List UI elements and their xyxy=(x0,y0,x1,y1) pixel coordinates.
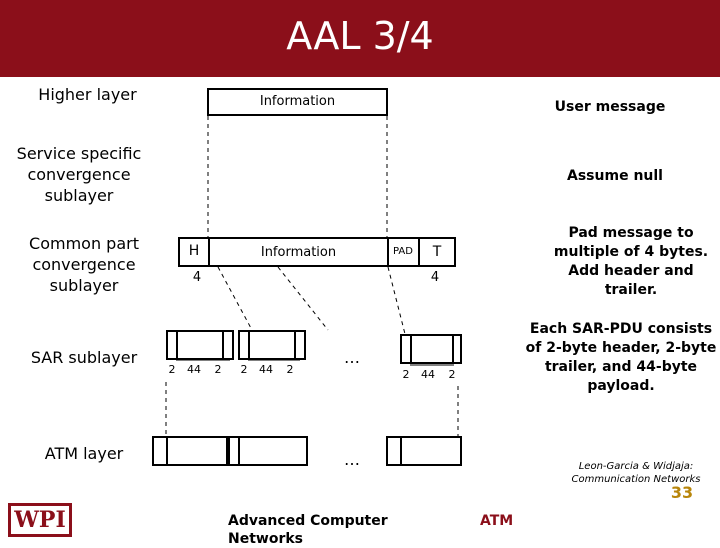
sar2-divider-a xyxy=(248,330,250,360)
footer-topic: ATM xyxy=(480,513,514,529)
cpcs-information-label: Information xyxy=(260,245,337,260)
sar1-header-size: 2 xyxy=(168,363,176,376)
dashed-split-3 xyxy=(387,266,406,335)
cpcs-divider-header xyxy=(208,237,210,267)
header-size-label: 4 xyxy=(192,270,202,285)
sar2-payload-size: 44 xyxy=(259,363,273,376)
atm-cell-2 xyxy=(228,436,308,466)
sar3-payload-size: 44 xyxy=(421,368,435,381)
sar3-divider-b xyxy=(452,334,454,364)
label-atm: ATM layer xyxy=(44,444,124,463)
cpcs-divider-trailer xyxy=(418,237,420,267)
information-box-top xyxy=(207,88,388,116)
atm-ellipsis: … xyxy=(344,450,360,469)
sar2-divider-b xyxy=(294,330,296,360)
atm-cell-3 xyxy=(386,436,462,466)
atm3-header-divider xyxy=(400,436,402,466)
information-label-top: Information xyxy=(259,94,336,109)
note-pad-message: Pad message to multiple of 4 bytes. Add … xyxy=(553,225,709,298)
label-cpcs: Common part convergence sublayer xyxy=(29,234,139,295)
note-user-message: User message xyxy=(554,99,666,115)
sar1-divider-a xyxy=(176,330,178,360)
sar1-trailer-size: 2 xyxy=(214,363,222,376)
atm2-header-divider xyxy=(238,436,240,466)
trailer-size-label: 4 xyxy=(430,270,440,285)
title-bar xyxy=(0,0,720,77)
atm-cell-1 xyxy=(152,436,228,466)
sar2-trailer-size: 2 xyxy=(286,363,294,376)
note-sar-pdu: Each SAR-PDU consists of 2-byte header, … xyxy=(525,321,717,394)
cpcs-pad-label: PAD xyxy=(393,246,413,257)
footer-course: Advanced Computer Networks xyxy=(228,513,388,547)
citation: Leon-Garcia & Widjaja: Communication Net… xyxy=(571,461,701,485)
sar2-header-size: 2 xyxy=(240,363,248,376)
sar3-trailer-size: 2 xyxy=(448,368,456,381)
cpcs-divider-pad xyxy=(387,237,389,267)
dashed-split-1 xyxy=(217,266,253,331)
sar3-header-size: 2 xyxy=(402,368,410,381)
slide-number: 33 xyxy=(670,483,694,502)
sar-ellipsis: … xyxy=(344,348,360,367)
wpi-logo: WPI xyxy=(8,503,72,537)
dashed-split-2 xyxy=(277,266,329,331)
footer xyxy=(0,497,720,540)
note-assume-null: Assume null xyxy=(567,168,663,184)
slide-title: AAL 3/4 xyxy=(286,14,434,58)
label-sar: SAR sublayer xyxy=(30,348,138,367)
sar1-divider-b xyxy=(222,330,224,360)
label-sscs: Service specific convergence sublayer xyxy=(16,144,142,205)
cpcs-trailer-label: T xyxy=(432,244,442,260)
sar3-divider-a xyxy=(410,334,412,364)
cpcs-header-label: H xyxy=(188,243,200,259)
atm1-header-divider xyxy=(166,436,168,466)
sar1-payload-size: 44 xyxy=(187,363,201,376)
cpcs-pdu-box xyxy=(178,237,456,267)
label-higher-layer: Higher layer xyxy=(38,85,137,104)
